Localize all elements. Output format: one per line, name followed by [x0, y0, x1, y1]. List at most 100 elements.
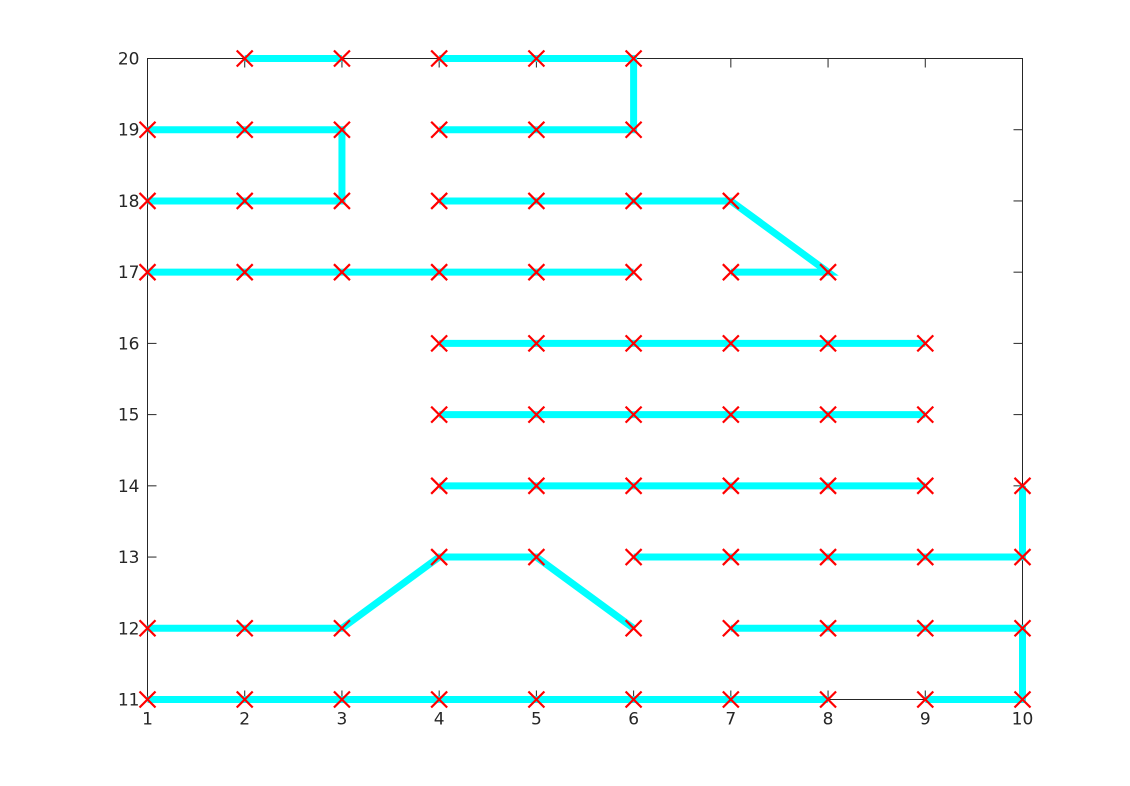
data-point-marker	[527, 120, 546, 139]
marker-stroke	[722, 192, 740, 210]
data-point-marker	[138, 690, 157, 709]
data-point-marker	[722, 548, 740, 566]
data-point-marker	[430, 548, 448, 566]
y-tick-label: 14	[118, 477, 140, 497]
data-point-marker	[430, 192, 448, 210]
data-point-marker	[916, 405, 935, 424]
data-point-marker	[722, 619, 740, 638]
data-point-marker	[916, 548, 935, 566]
marker-stroke	[1013, 548, 1032, 566]
y-tick-label: 20	[118, 50, 140, 70]
data-point-marker	[1013, 548, 1032, 566]
data-point-marker	[333, 263, 351, 281]
data-point-marker	[624, 49, 643, 68]
data-point-marker	[624, 548, 643, 566]
marker-stroke	[333, 49, 351, 68]
x-tick-label: 10	[1012, 710, 1034, 730]
data-point-marker	[235, 120, 254, 139]
marker-stroke	[430, 405, 448, 424]
marker-stroke	[138, 263, 157, 281]
marker-stroke	[430, 120, 448, 139]
x-tick-label: 3	[337, 710, 348, 730]
marker-stroke	[527, 192, 546, 210]
data-point-marker	[722, 477, 740, 495]
data-point-marker	[235, 690, 254, 709]
x-tick-label: 9	[920, 710, 931, 730]
marker-stroke	[1013, 619, 1032, 638]
data-point-marker	[916, 334, 935, 353]
marker-stroke	[430, 263, 448, 281]
marker-stroke	[624, 477, 643, 495]
data-point-marker	[819, 690, 837, 709]
marker-stroke	[527, 690, 546, 709]
marker-stroke	[819, 263, 837, 281]
marker-stroke	[138, 690, 157, 709]
y-tick-label: 15	[118, 406, 140, 426]
series-line	[730, 624, 1026, 703]
marker-stroke	[527, 263, 546, 281]
marker-stroke	[916, 477, 935, 495]
data-point-marker	[138, 192, 157, 210]
marker-stroke	[722, 690, 740, 709]
marker-stroke	[916, 405, 935, 424]
series-line	[439, 197, 839, 276]
tick-marks	[147, 58, 1023, 700]
marker-stroke	[430, 690, 448, 709]
marker-stroke	[430, 334, 448, 353]
marker-stroke	[624, 334, 643, 353]
data-point-marker	[333, 619, 351, 638]
marker-stroke	[916, 619, 935, 638]
marker-stroke	[819, 477, 837, 495]
marker-stroke	[333, 120, 351, 139]
data-point-marker	[624, 477, 643, 495]
data-point-marker	[722, 405, 740, 424]
data-point-marker	[333, 690, 351, 709]
y-tick-label: 18	[118, 192, 140, 212]
x-tick-label: 7	[725, 710, 736, 730]
data-point-marker	[1013, 690, 1032, 709]
data-point-marker	[333, 192, 351, 210]
marker-stroke	[235, 120, 254, 139]
data-point-marker	[235, 49, 254, 68]
marker-stroke	[527, 334, 546, 353]
marker-stroke	[1013, 690, 1032, 709]
marker-stroke	[916, 334, 935, 353]
marker-stroke	[138, 120, 157, 139]
marker-stroke	[235, 192, 254, 210]
marker-stroke	[430, 548, 448, 566]
marker-stroke	[235, 619, 254, 638]
marker-stroke	[527, 477, 546, 495]
y-tick-label: 16	[118, 334, 140, 354]
marker-stroke	[916, 690, 935, 709]
data-point-marker	[624, 120, 643, 139]
data-point-marker	[430, 263, 448, 281]
series-line	[147, 553, 636, 632]
y-tick-label: 17	[118, 263, 140, 283]
marker-stroke	[333, 263, 351, 281]
y-tick-label: 13	[118, 548, 140, 568]
data-point-marker	[1013, 477, 1032, 495]
marker-stroke	[624, 263, 643, 281]
data-point-marker	[722, 690, 740, 709]
data-point-marker	[138, 120, 157, 139]
marker-stroke	[722, 334, 740, 353]
y-tick-label: 19	[118, 121, 140, 141]
marker-stroke	[624, 690, 643, 709]
marker-stroke	[819, 405, 837, 424]
y-tick-label: 11	[118, 691, 140, 711]
data-point-marker	[430, 334, 448, 353]
data-point-marker	[722, 334, 740, 353]
data-point-marker	[819, 405, 837, 424]
marker-stroke	[430, 192, 448, 210]
marker-stroke	[722, 263, 740, 281]
marker-stroke	[819, 334, 837, 353]
data-point-marker	[333, 49, 351, 68]
marker-stroke	[1013, 477, 1032, 495]
series-line	[633, 485, 1026, 561]
marker-stroke	[235, 690, 254, 709]
data-point-marker	[527, 192, 546, 210]
marker-stroke	[235, 49, 254, 68]
axes-box	[147, 58, 1023, 700]
